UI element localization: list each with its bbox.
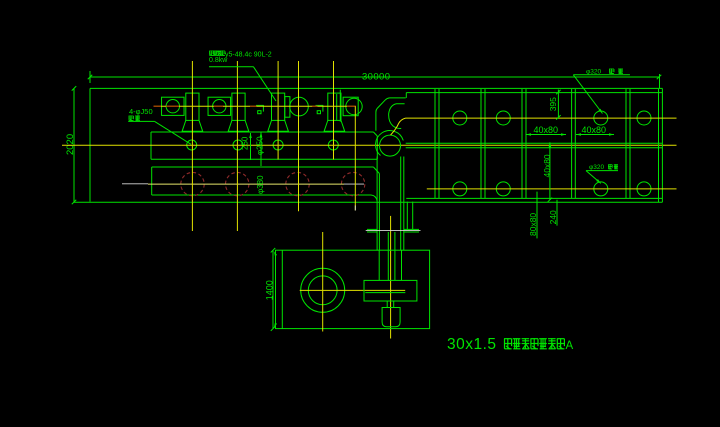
svg-text:1400: 1400 bbox=[264, 280, 274, 300]
svg-text:80x80: 80x80 bbox=[528, 213, 538, 236]
svg-text:40x80: 40x80 bbox=[582, 125, 607, 135]
svg-text:30x1.5: 30x1.5 bbox=[447, 336, 497, 353]
svg-text:395: 395 bbox=[548, 97, 558, 111]
svg-text:0.8kw: 0.8kw bbox=[209, 57, 228, 64]
svg-text:30000: 30000 bbox=[362, 72, 390, 83]
svg-text:φ380: φ380 bbox=[256, 175, 265, 194]
svg-text:40x80: 40x80 bbox=[534, 125, 559, 135]
svg-text:4-φJ50: 4-φJ50 bbox=[129, 107, 153, 116]
svg-text:φ320: φ320 bbox=[589, 164, 604, 171]
svg-text:250: 250 bbox=[241, 136, 250, 150]
svg-text:φ320: φ320 bbox=[586, 69, 601, 76]
svg-text:240: 240 bbox=[548, 210, 558, 224]
svg-text:40x80: 40x80 bbox=[542, 154, 552, 177]
svg-text:2020: 2020 bbox=[65, 134, 76, 155]
svg-text:A: A bbox=[566, 340, 574, 352]
svg-text:y5-48.4c 90L-2: y5-48.4c 90L-2 bbox=[225, 52, 272, 59]
svg-text:φ250: φ250 bbox=[256, 136, 265, 155]
